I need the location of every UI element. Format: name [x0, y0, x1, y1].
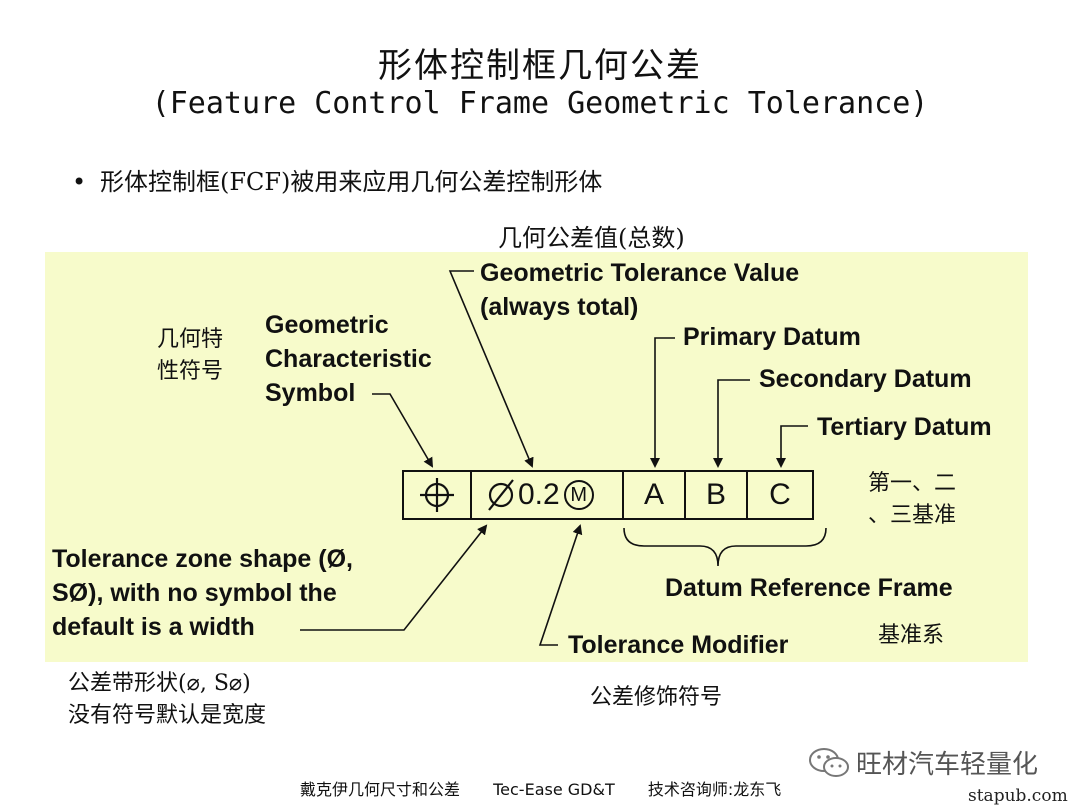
secondary-datum-label: Secondary Datum	[759, 365, 972, 393]
primary-datum-label: Primary Datum	[683, 323, 861, 351]
leader-geometric-symbol	[372, 393, 434, 468]
feature-control-frame: 0.2 M A B C	[402, 470, 814, 520]
datums-cn-label: 第一、二 、三基准	[868, 471, 957, 528]
tolerance-value-label: Geometric Tolerance Value (always total)	[480, 259, 800, 321]
leader-primary-datum	[650, 337, 675, 468]
diameter-icon	[488, 479, 514, 511]
leader-tertiary-datum	[776, 425, 808, 468]
tolerance-modifier-cn-label: 公差修饰符号	[590, 685, 723, 710]
bullet-dot: •	[72, 168, 87, 196]
tolerance-modifier-label: Tolerance Modifier	[568, 631, 789, 659]
tolerance-value-cn-label: 几何公差值(总数)	[498, 224, 685, 252]
diagram-panel	[45, 252, 1028, 662]
wechat-icon	[809, 747, 849, 777]
tolerance-value: 0.2	[518, 478, 560, 511]
watermark-text: 旺材汽车轻量化	[856, 750, 1039, 780]
datum-b-cell: B	[686, 472, 748, 518]
datum-reference-frame-cn-label: 基准系	[878, 623, 945, 648]
leader-secondary-datum	[713, 379, 750, 468]
footer: 戴克伊几何尺寸和公差 Tec-Ease GD&T 技术咨询师:龙东飞	[300, 776, 809, 800]
leader-zone-shape	[300, 524, 488, 631]
footer-advisor: 技术咨询师:龙东飞	[647, 780, 782, 799]
page-title: 形体控制框几何公差	[378, 46, 702, 86]
footer-book: 戴克伊几何尺寸和公差	[300, 780, 461, 799]
footer-brand: Tec-Ease GD&T	[493, 780, 615, 799]
geometric-symbol-cell	[404, 472, 472, 518]
tolerance-zone-shape-label: Tolerance zone shape (Ø, SØ), with no sy…	[52, 545, 354, 641]
site-url[interactable]: stapub.com	[968, 786, 1068, 806]
page-subtitle: (Feature Control Frame Geometric Toleran…	[151, 86, 929, 121]
geometric-characteristic-label: Geometric Characteristic Symbol	[265, 311, 432, 407]
datum-reference-frame-label: Datum Reference Frame	[665, 574, 953, 602]
geometric-characteristic-cn-label: 几何特 性符号	[157, 327, 224, 384]
leader-tolerance-modifier	[538, 524, 583, 646]
position-icon	[420, 478, 454, 512]
tertiary-datum-label: Tertiary Datum	[817, 413, 992, 441]
tolerance-cell: 0.2 M	[472, 472, 624, 518]
datum-c-cell: C	[769, 478, 791, 511]
leader-tolerance-value	[448, 270, 534, 468]
datum-a-cell: A	[624, 472, 686, 518]
bullet-point: • 形体控制框(FCF)被用来应用几何公差控制形体	[72, 162, 602, 197]
datum-reference-brace	[623, 527, 827, 567]
modifier-letter: M	[570, 483, 588, 506]
watermark: 旺材汽车轻量化	[808, 744, 1038, 781]
bullet-text: 形体控制框(FCF)被用来应用几何公差控制形体	[100, 168, 603, 196]
tolerance-zone-shape-cn-label: 公差带形状(⌀, S⌀) 没有符号默认是宽度	[68, 671, 267, 728]
mmc-circle-m-icon: M	[563, 480, 594, 510]
